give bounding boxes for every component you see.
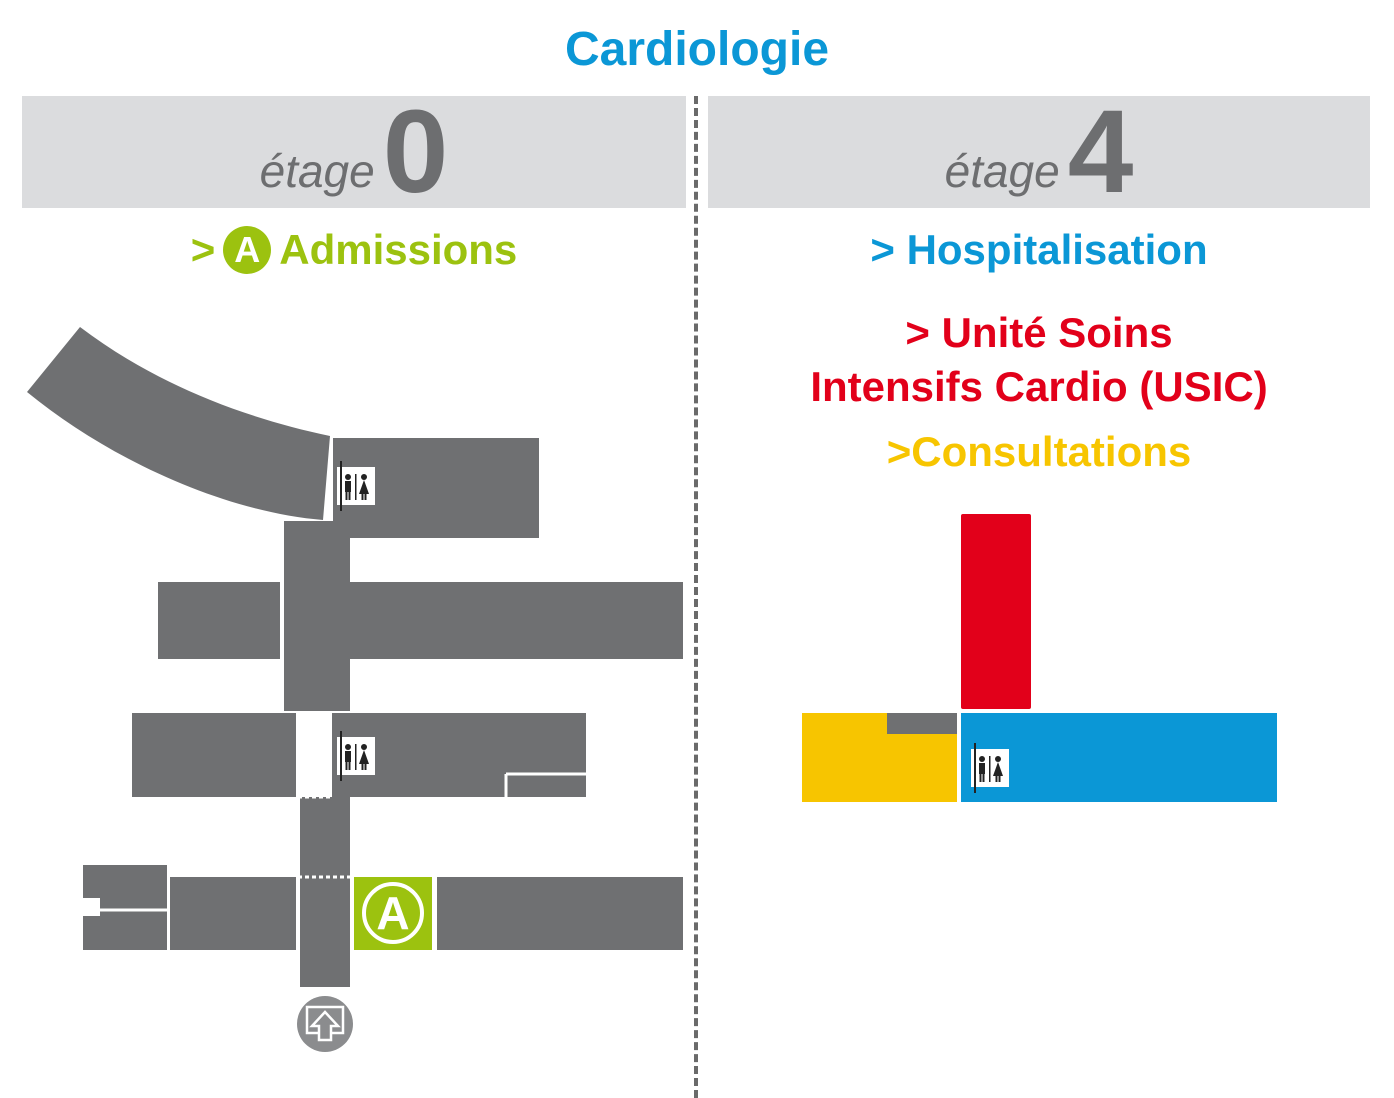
floor-label: étage (944, 145, 1060, 197)
floor-label: étage (259, 145, 375, 197)
building-block (158, 582, 280, 659)
floor-header-0: étage 0 (22, 86, 686, 218)
floor-header-4: étage 4 (708, 86, 1370, 218)
usic-area (961, 514, 1031, 709)
building-block (132, 713, 296, 797)
service-label: Admissions (279, 226, 518, 273)
service-usic-line1: > Unité Soins (905, 309, 1173, 356)
floor-4-map (802, 514, 1277, 802)
restroom-icon (337, 731, 375, 781)
service-admissions: > A Admissions (22, 226, 686, 274)
admission-badge-icon: A (223, 226, 272, 274)
floor-divider (694, 96, 698, 1098)
arrow-prefix: > (190, 226, 216, 273)
doorway (82, 898, 100, 916)
building-block (170, 877, 296, 950)
building-block (437, 877, 683, 950)
entrance-arrow-icon (297, 996, 353, 1052)
service-consultations: >Consultations (886, 428, 1192, 475)
service-usic: > Unité Soins Intensifs Cardio (USIC) (708, 306, 1370, 414)
floor-number: 0 (382, 86, 449, 218)
building-block (332, 582, 683, 659)
building-curved-wing (27, 327, 330, 520)
service-usic-line2: Intensifs Cardio (USIC) (810, 363, 1268, 410)
admission-badge-label: A (376, 887, 409, 939)
corridor (300, 797, 350, 987)
building-block (887, 713, 957, 734)
restroom-icon (971, 743, 1009, 793)
hospitalisation-area (961, 713, 1277, 802)
restroom-icon (337, 461, 375, 511)
service-hospitalisation: > Hospitalisation (870, 226, 1208, 273)
floor-number: 4 (1067, 86, 1134, 218)
admission-badge-icon (362, 882, 424, 944)
page-title: Cardiologie (564, 23, 830, 76)
